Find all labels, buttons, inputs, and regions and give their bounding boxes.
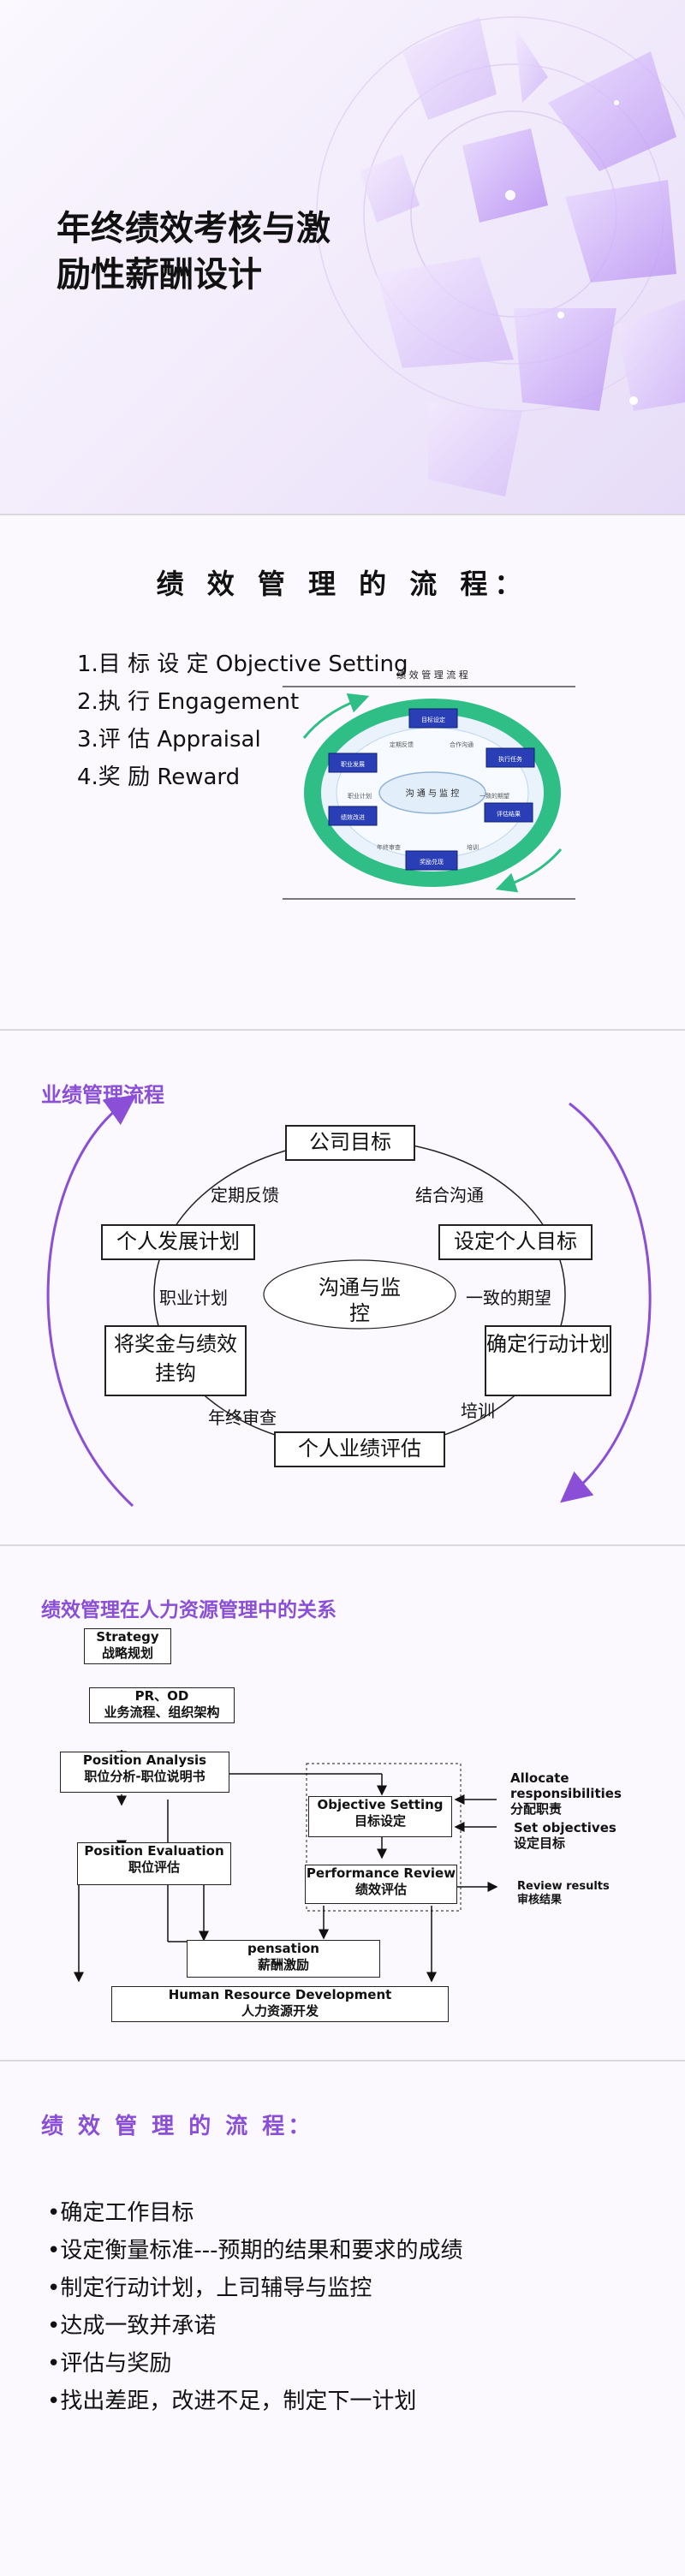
ring-label-2: 合作沟通 bbox=[450, 741, 474, 748]
box-set-personal-goal: 设定个人目标 bbox=[438, 1224, 593, 1260]
svg-text:执行任务: 执行任务 bbox=[498, 755, 522, 763]
label-consistent-expectation: 一致的期望 bbox=[466, 1284, 551, 1309]
box-personal-dev-plan: 个人发展计划 bbox=[101, 1224, 255, 1260]
cycle-block-6: 职业发展 bbox=[329, 753, 377, 772]
cycle-block-2: 执行任务 bbox=[486, 748, 534, 767]
ring-label-4: 一致的期望 bbox=[480, 792, 509, 800]
cycle-block-1: 目标设定 bbox=[409, 709, 457, 728]
cycle-block-5: 绩效改进 bbox=[329, 806, 377, 825]
process-cycle-diagram: 绩 效 管 理 流 程 沟 通 与 监 控 目标设定 执行任务 评估结果 奖励兑… bbox=[0, 515, 685, 1029]
slide5-item-1: •确定工作目标 bbox=[47, 2194, 462, 2232]
cycle-block-3: 评估结果 bbox=[485, 803, 533, 822]
label-combined-communication: 结合沟通 bbox=[415, 1181, 484, 1206]
svg-text:目标设定: 目标设定 bbox=[421, 716, 445, 723]
cover-title-line2: 励性薪酬设计 bbox=[57, 252, 416, 298]
slide5-item-2: •设定衡量标准---预期的结果和要求的成绩 bbox=[47, 2232, 462, 2270]
slide5-list: •确定工作目标 •设定衡量标准---预期的结果和要求的成绩 •制定行动计划，上司… bbox=[47, 2194, 462, 2420]
box-bonus-link: 将奖金与绩效挂钩 bbox=[104, 1325, 247, 1396]
label-career-plan: 职业计划 bbox=[159, 1284, 228, 1309]
center-communication: 沟通与监控 bbox=[311, 1275, 408, 1326]
box-company-goal: 公司目标 bbox=[285, 1125, 415, 1161]
slide-process-steps: 绩 效 管 理 的 流 程： •确定工作目标 •设定衡量标准---预期的结果和要… bbox=[0, 2061, 685, 2576]
svg-text:职业发展: 职业发展 bbox=[341, 760, 365, 768]
label-training: 培训 bbox=[461, 1397, 495, 1422]
slide5-item-5: •评估与奖励 bbox=[47, 2345, 462, 2383]
slide5-item-3: •制定行动计划，上司辅导与监控 bbox=[47, 2270, 462, 2307]
slide5-item-4: •达成一致并承诺 bbox=[47, 2307, 462, 2345]
cover-title: 年终绩效考核与激 励性薪酬设计 bbox=[57, 205, 416, 298]
cycle-block-4: 奖励兑现 bbox=[406, 851, 457, 870]
ring-label-5: 年终审查 bbox=[377, 843, 401, 851]
box-performance-eval: 个人业绩评估 bbox=[274, 1431, 445, 1467]
slide-process-overview: 绩 效 管 理 的 流 程： 1.目 标 设 定 Objective Setti… bbox=[0, 515, 685, 1029]
cover-title-line1: 年终绩效考核与激 bbox=[57, 205, 416, 252]
svg-text:奖励兑现: 奖励兑现 bbox=[420, 858, 444, 866]
ring-label-1: 定期反馈 bbox=[390, 741, 414, 748]
cycle-header: 绩 效 管 理 流 程 bbox=[396, 669, 468, 681]
slide5-heading: 绩 效 管 理 的 流 程： bbox=[41, 2109, 313, 2140]
slide-cover: 年终绩效考核与激 励性薪酬设计 bbox=[0, 0, 685, 514]
label-year-end-review: 年终审查 bbox=[208, 1404, 277, 1429]
svg-text:绩效改进: 绩效改进 bbox=[341, 813, 365, 821]
svg-text:评估结果: 评估结果 bbox=[497, 810, 521, 818]
box-action-plan: 确定行动计划 bbox=[485, 1325, 611, 1396]
label-regular-feedback: 定期反馈 bbox=[211, 1181, 279, 1206]
slide5-item-6: •找出差距，改进不足，制定下一计划 bbox=[47, 2383, 462, 2420]
ring-label-3: 职业计划 bbox=[348, 792, 372, 800]
ring-label-6: 培训 bbox=[467, 843, 479, 851]
cycle-center: 沟 通 与 监 控 bbox=[406, 788, 460, 799]
slide-performance-cycle: 业绩管理流程 公司目标 个人发展计划 设定个人目标 将奖金与绩效挂钩 确定行动计… bbox=[0, 1031, 685, 1544]
